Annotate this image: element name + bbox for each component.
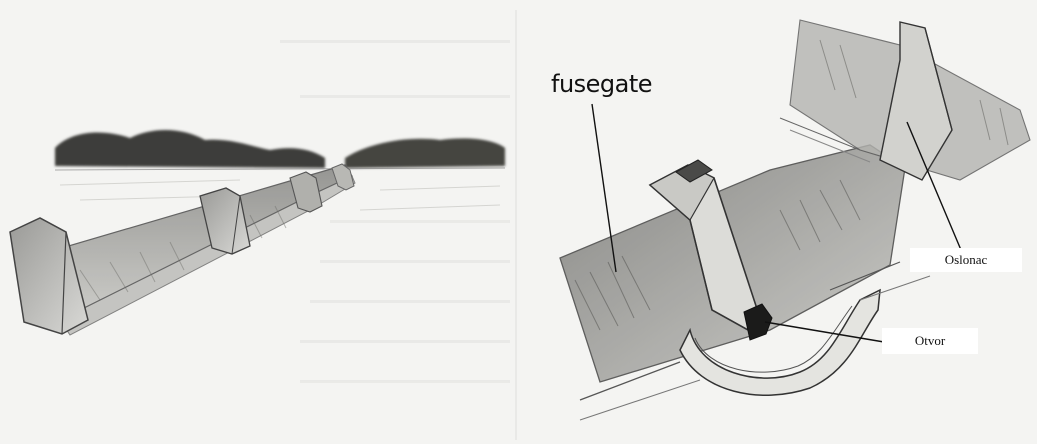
label-opening: Otvor: [882, 328, 978, 354]
label-fusegate: fusegate: [551, 70, 652, 98]
background-text-bands: [280, 10, 517, 440]
left-landscape-sketch: [10, 130, 505, 335]
label-support: Oslonac: [910, 248, 1022, 272]
hills-right: [345, 138, 505, 168]
pier-1: [10, 218, 88, 334]
hills-left: [55, 130, 325, 168]
